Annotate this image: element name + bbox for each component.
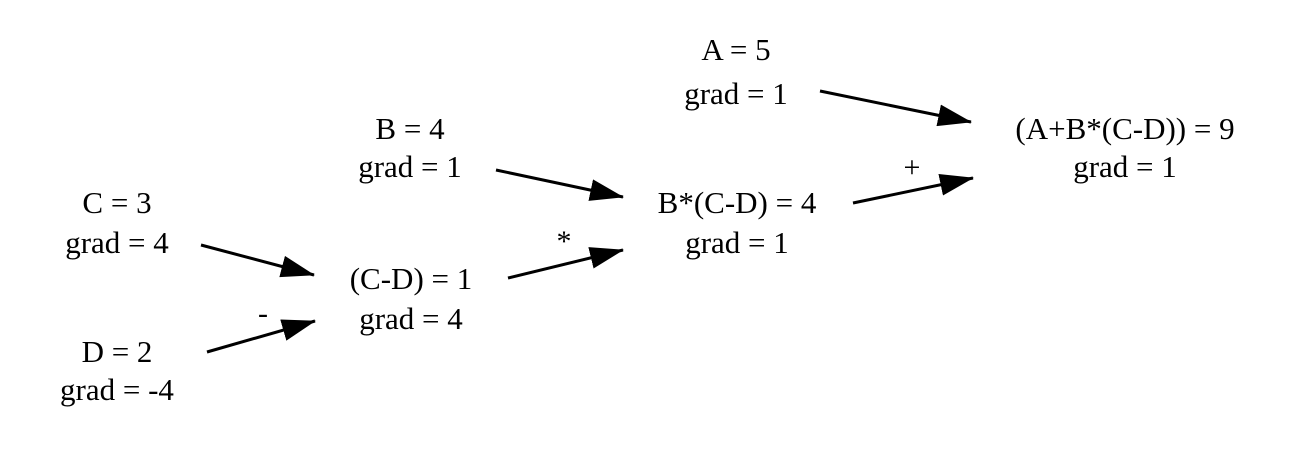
node-b-times-cd-grad: grad = 1 <box>685 225 789 260</box>
node-b-times-cd: B*(C-D) = 4 grad = 1 <box>658 185 817 260</box>
node-c-minus-d: (C-D) = 1 grad = 4 <box>350 261 473 336</box>
node-a-value: A = 5 <box>701 32 770 67</box>
operator-labels: - * + <box>258 151 920 330</box>
node-d-value: D = 2 <box>82 334 153 369</box>
edge-a-to-result <box>819 89 972 127</box>
operator-plus: + <box>904 151 921 184</box>
node-c-value: C = 3 <box>82 185 151 220</box>
node-b-value: B = 4 <box>375 111 445 146</box>
node-d-grad: grad = -4 <box>60 372 174 407</box>
edge-b-to-b-times-cd <box>495 168 624 201</box>
node-b-times-cd-value: B*(C-D) = 4 <box>658 185 817 220</box>
edge-c-minus-d-to-b-times-cd <box>507 247 624 280</box>
edge-b-times-cd-to-result <box>852 173 974 205</box>
operator-minus: - <box>258 297 268 330</box>
node-c: C = 3 grad = 4 <box>65 185 169 260</box>
operator-times: * <box>557 225 572 258</box>
node-a: A = 5 grad = 1 <box>684 32 788 111</box>
edge-d-to-c-minus-d <box>206 319 316 354</box>
node-a-grad: grad = 1 <box>684 76 788 111</box>
node-c-grad: grad = 4 <box>65 225 169 260</box>
node-c-minus-d-value: (C-D) = 1 <box>350 261 473 296</box>
node-result-grad: grad = 1 <box>1073 149 1177 184</box>
node-b: B = 4 grad = 1 <box>358 111 462 184</box>
edges <box>200 89 974 354</box>
edge-c-to-c-minus-d <box>200 243 315 278</box>
node-d: D = 2 grad = -4 <box>60 334 174 407</box>
node-c-minus-d-grad: grad = 4 <box>359 301 463 336</box>
node-result-value: (A+B*(C-D)) = 9 <box>1015 111 1234 146</box>
node-result: (A+B*(C-D)) = 9 grad = 1 <box>1015 111 1234 184</box>
node-b-grad: grad = 1 <box>358 149 462 184</box>
